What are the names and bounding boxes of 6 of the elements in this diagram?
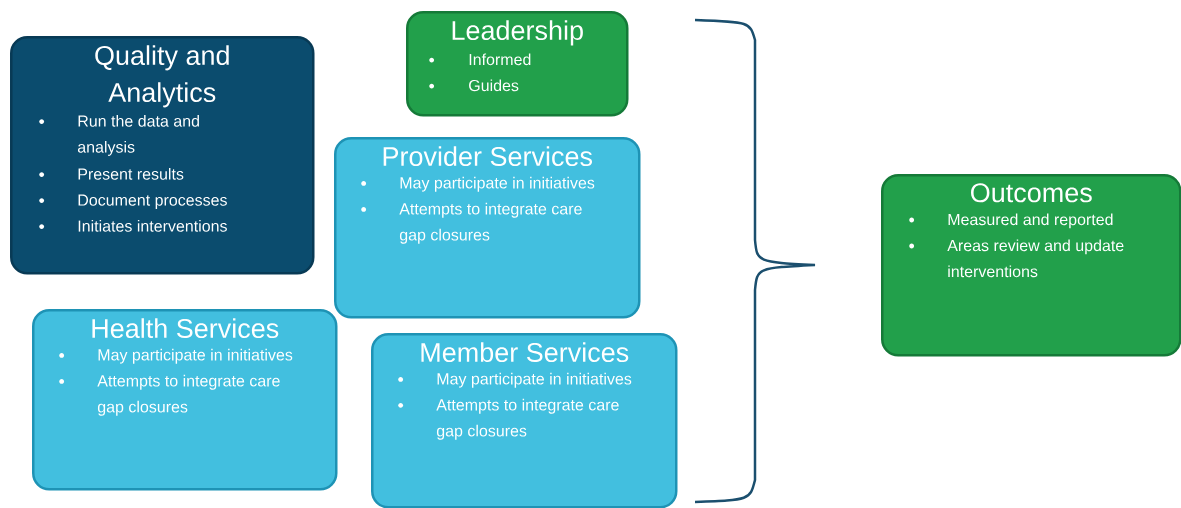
process-box: Provider Services May participate in initiatives Attempts to integrate care gap closures [334,137,641,319]
process-box: Outcomes Measured and reported Areas review and update interventions [881,174,1181,357]
process-box: Leadership Informed Guides [406,11,629,117]
process-box: Quality and Analytics Run the data and analysis Present results Document processes Initiates interventions [10,36,315,275]
process-box: Health Services May participate in initiatives Attempts to integrate care gap closures [32,309,338,491]
process-box: Member Services May participate in initiatives Attempts to integrate care gap closures [371,333,678,508]
